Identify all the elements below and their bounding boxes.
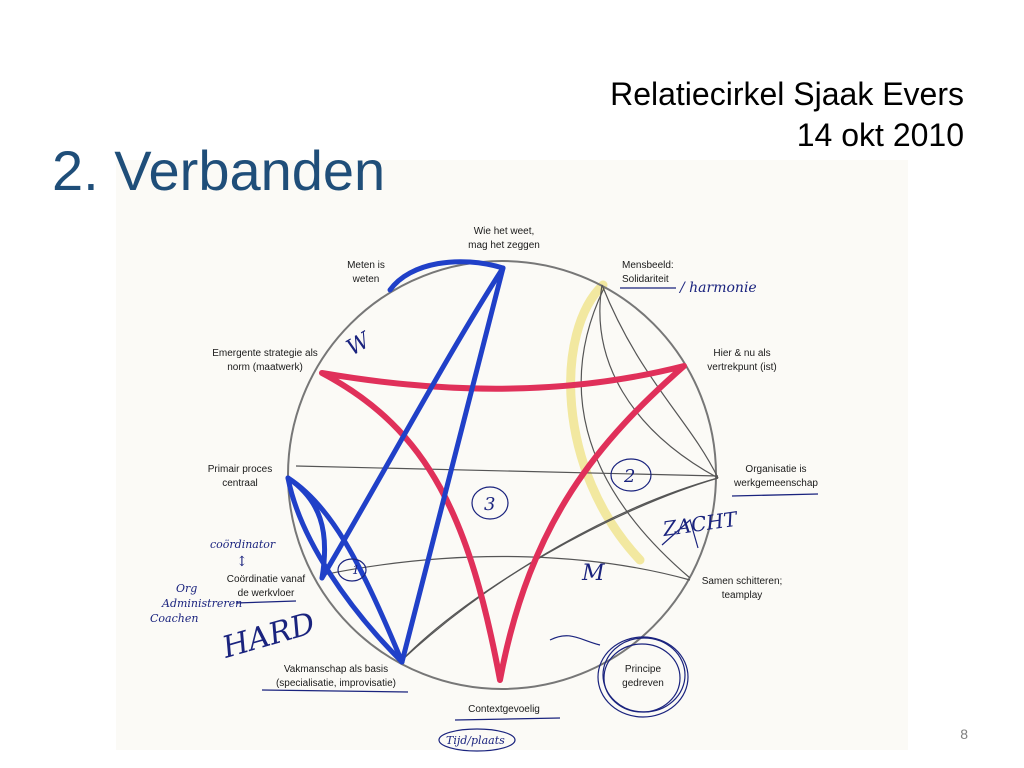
annotation-number-3: 3 bbox=[484, 494, 495, 515]
annotation-coachen: Coachen bbox=[150, 612, 198, 625]
node-principe-line1: Principe bbox=[625, 664, 662, 675]
node-principe-line2: gedreven bbox=[622, 678, 664, 689]
node-coordinatie-line2: de werkvloer bbox=[238, 588, 295, 599]
annotation-administreren: Administreren bbox=[161, 597, 242, 610]
node-organisatie-line1: Organisatie is bbox=[745, 464, 806, 475]
node-emergente-line2: norm (maatwerk) bbox=[227, 362, 303, 373]
node-primair-proces: Primair proces centraal bbox=[208, 464, 272, 489]
node-vakmanschap: Vakmanschap als basis (specialisatie, imp… bbox=[276, 664, 396, 689]
page-number: 8 bbox=[960, 726, 968, 742]
node-mensbeeld: Mensbeeld: Solidariteit bbox=[622, 260, 674, 285]
node-mensbeeld-line1: Mensbeeld: bbox=[622, 260, 674, 271]
node-contextgevoelig: Contextgevoelig bbox=[468, 704, 540, 715]
node-primair-proces-line2: centraal bbox=[222, 478, 258, 489]
node-primair-proces-line1: Primair proces bbox=[208, 464, 272, 475]
node-samen-schitteren-line2: teamplay bbox=[722, 590, 763, 601]
node-samen-schitteren-line1: Samen schitteren; bbox=[702, 576, 783, 587]
node-emergente-line1: Emergente strategie als bbox=[212, 348, 318, 359]
annotation-outlines bbox=[337, 458, 699, 752]
annotation-coordinator: coördinator bbox=[210, 538, 276, 551]
node-contextgevoelig-line1: Contextgevoelig bbox=[468, 704, 540, 715]
annotation-w: W bbox=[343, 327, 377, 361]
node-wie-het-weet: Wie het weet, mag het zeggen bbox=[468, 226, 540, 251]
node-principe: Principe gedreven bbox=[622, 664, 664, 689]
node-hier-en-nu-line1: Hier & nu als bbox=[713, 348, 770, 359]
subtitle-line-1: Relatiecirkel Sjaak Evers bbox=[610, 76, 964, 112]
scanned-drawing-background bbox=[116, 160, 908, 750]
node-hier-en-nu-line2: vertrekpunt (ist) bbox=[707, 362, 776, 373]
annotation-number-1: 1 bbox=[352, 563, 360, 577]
subtitle-line-2: 14 okt 2010 bbox=[796, 117, 964, 153]
node-samen-schitteren: Samen schitteren; teamplay bbox=[702, 576, 783, 601]
node-emergente: Emergente strategie als norm (maatwerk) bbox=[212, 348, 318, 373]
node-mensbeeld-line2: Solidariteit bbox=[622, 274, 669, 285]
node-coordinatie-line1: Coördinatie vanaf bbox=[227, 574, 306, 585]
annotation-hard: HARD bbox=[218, 606, 319, 666]
node-coordinatie: Coördinatie vanaf de werkvloer bbox=[227, 574, 306, 599]
yellow-highlight-arc bbox=[566, 280, 645, 565]
slide-title: 2. Verbanden bbox=[52, 139, 386, 202]
red-triangle bbox=[319, 363, 687, 683]
node-organisatie: Organisatie is werkgemeenschap bbox=[733, 464, 818, 489]
node-wie-het-weet-line2: mag het zeggen bbox=[468, 240, 540, 251]
label-underlines bbox=[235, 287, 819, 721]
node-meten: Meten is weten bbox=[347, 260, 385, 285]
node-wie-het-weet-line1: Wie het weet, bbox=[474, 226, 535, 237]
principe-circles bbox=[597, 636, 689, 718]
annotation-org: Org bbox=[176, 582, 197, 595]
node-labels: Wie het weet, mag het zeggen Mensbeeld: So… bbox=[208, 226, 819, 715]
slide-subtitle: Relatiecirkel Sjaak Evers 14 okt 2010 bbox=[610, 74, 964, 156]
thin-connection-lines bbox=[295, 284, 719, 661]
annotation-m: M bbox=[581, 561, 605, 586]
annotation-harmonie: / harmonie bbox=[678, 280, 757, 296]
annotation-tijdsplaats: Tijd/plaats bbox=[446, 734, 505, 747]
node-hier-en-nu: Hier & nu als vertrekpunt (ist) bbox=[707, 348, 776, 373]
node-vakmanschap-line2: (specialisatie, improvisatie) bbox=[276, 678, 396, 689]
blue-lines bbox=[285, 259, 506, 665]
annotation-number-2: 2 bbox=[623, 466, 635, 487]
node-meten-line2: weten bbox=[352, 274, 380, 285]
annotation-arrow: ↕ bbox=[236, 554, 248, 570]
node-vakmanschap-line1: Vakmanschap als basis bbox=[284, 664, 388, 675]
node-organisatie-line2: werkgemeenschap bbox=[733, 478, 818, 489]
node-meten-line1: Meten is bbox=[347, 260, 385, 271]
